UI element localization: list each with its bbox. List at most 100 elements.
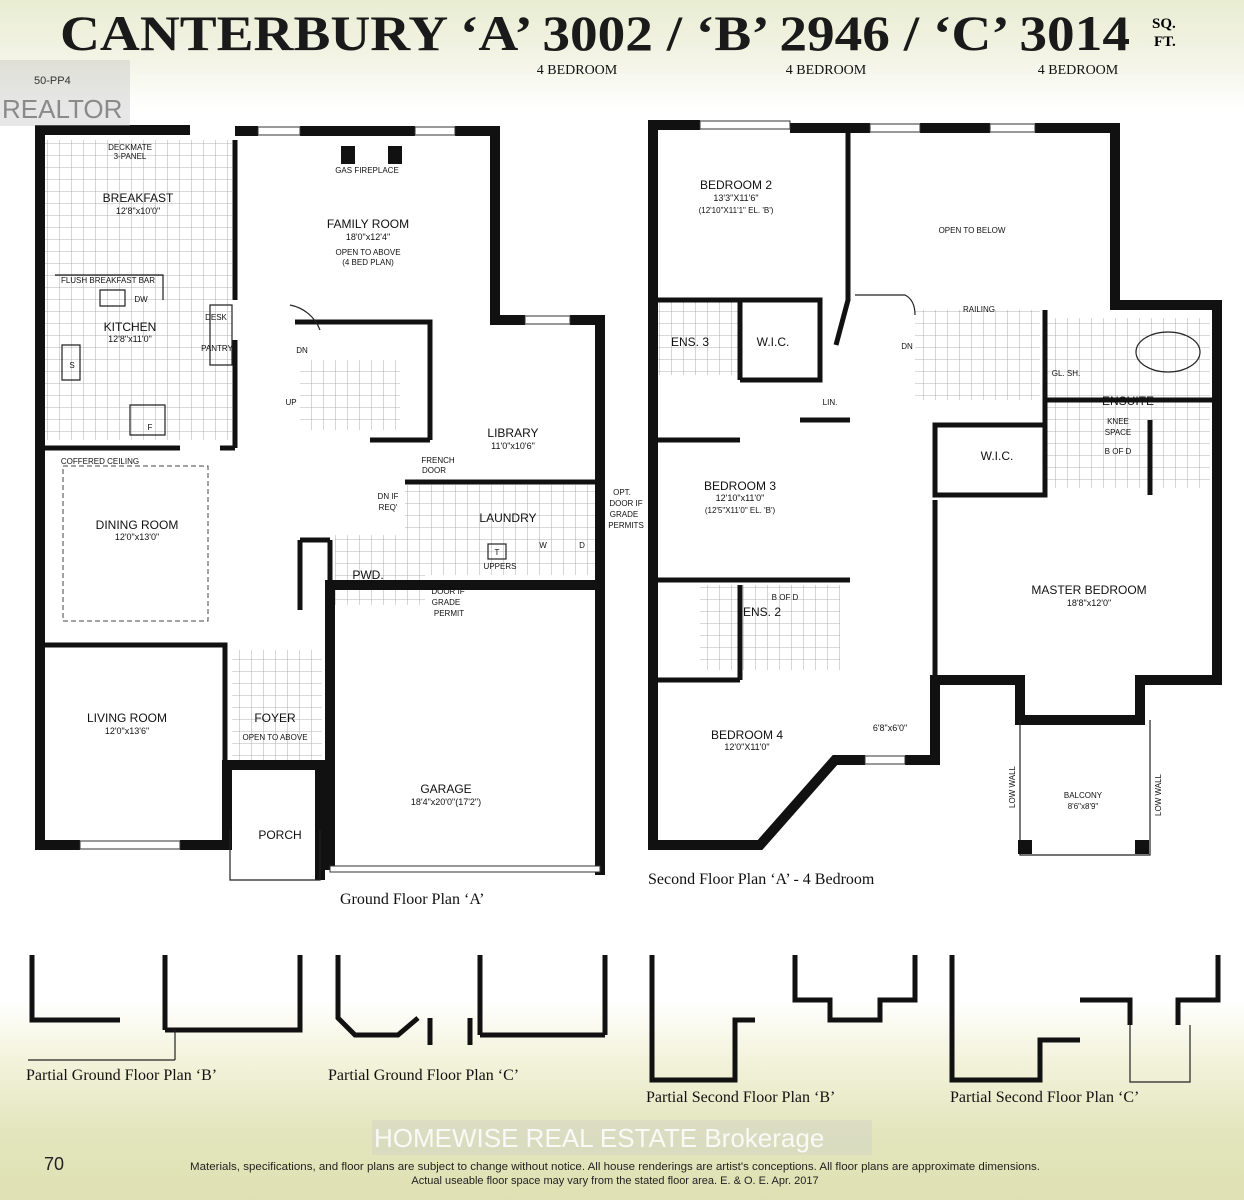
label-coffered-ceiling: COFFERED CEILING [61, 457, 139, 466]
partial-ground-c-drawing [335, 955, 608, 1045]
label-deckmate: DECKMATE [108, 143, 152, 152]
label-low-wall-left: LOW WALL [1008, 765, 1017, 807]
label-uppers: UPPERS [484, 562, 517, 571]
label-knee-space: SPACE [1105, 428, 1132, 437]
room-kitchen: KITCHEN [104, 320, 157, 334]
room-bedroom-4-dim: 12'0"X11'0" [724, 742, 769, 752]
label-open-above: OPEN TO ABOVE [335, 248, 400, 257]
window [79, 840, 181, 850]
bedroom-count-c: 4 BEDROOM [1038, 63, 1119, 78]
label-stair-up: UP [285, 398, 296, 407]
porch-outline [229, 830, 321, 881]
footer: HOMEWISE REAL ESTATE Brokerage 70 Materi… [44, 1120, 1040, 1187]
sqft-unit: SQ. [1152, 16, 1176, 32]
second-floor-caption: Second Floor Plan ‘A’ - 4 Bedroom [648, 871, 875, 888]
label-washer: W [539, 541, 547, 550]
partial-ground-b-porch [28, 1030, 176, 1061]
label-sink: S [69, 361, 74, 370]
partial-ground-b-caption: Partial Ground Floor Plan ‘B’ [26, 1067, 217, 1084]
room-bedroom-3-alt: (12'5"X11'0" EL. 'B') [705, 506, 776, 515]
header: CANTERBURY ‘A’ 3002 / ‘B’ 2946 / ‘C’ 301… [0, 5, 1176, 126]
room-library: LIBRARY [487, 426, 538, 440]
room-powder: PWD. [352, 568, 383, 582]
room-bedroom-2-dim: 13'3"X11'6" [713, 193, 758, 203]
bedroom-count-b: 4 BEDROOM [786, 63, 867, 78]
room-garage-dim: 18'4"x20'0"(17'2") [411, 797, 481, 807]
label-gas-fireplace: GAS FIREPLACE [335, 166, 399, 175]
room-laundry: LAUNDRY [479, 511, 536, 525]
label-french: FRENCH [421, 456, 455, 465]
label-french-door: DOOR [422, 466, 446, 475]
label-low-wall-right: LOW WALL [1154, 773, 1163, 815]
label-linen: LIN. [823, 398, 838, 407]
disclaimer-line-1: Materials, specifications, and floor pla… [190, 1161, 1040, 1173]
label-deckmate-panel: 3-PANEL [114, 152, 147, 161]
railing-line [855, 294, 916, 316]
second-floor-plan: BEDROOM 2 13'3"X11'6" (12'10"X11'1" EL. … [648, 120, 1222, 888]
second-outer-walls [648, 120, 1222, 850]
room-breakfast-dim: 12'8"x10'0" [116, 206, 160, 216]
coffered-ceiling-outline [62, 465, 209, 622]
label-dryer: D [579, 541, 585, 550]
room-bedroom-3: BEDROOM 3 [704, 479, 776, 493]
plan-code: 50-PP4 [34, 75, 71, 87]
partial-ground-c-caption: Partial Ground Floor Plan ‘C’ [328, 1067, 519, 1084]
window [524, 315, 571, 325]
label-opt: OPT. [613, 488, 631, 497]
garage-door [329, 865, 601, 873]
balcony-post [1135, 840, 1149, 854]
room-balcony-dim: 8'6"x8'9" [1068, 802, 1099, 811]
sqft-unit-2: FT. [1154, 34, 1176, 50]
bedroom-count-a: 4 BEDROOM [537, 63, 618, 78]
balcony-outline [1019, 720, 1151, 856]
ensuite-3-tile [658, 300, 738, 375]
window [414, 126, 456, 136]
room-master-bedroom: MASTER BEDROOM [1031, 583, 1146, 597]
window [257, 126, 301, 136]
partial-second-c-balcony [1129, 1025, 1191, 1083]
realtor-logo-icon [0, 60, 130, 126]
brokerage-watermark-bg [372, 1120, 872, 1155]
fireplace-icon [341, 146, 355, 164]
window [699, 120, 791, 130]
powder-room-tile [335, 535, 425, 605]
fireplace-icon [388, 146, 402, 164]
page-number: 70 [44, 1154, 64, 1174]
door-swing [289, 304, 321, 331]
label-bed-plan: (4 BED PLAN) [342, 258, 394, 267]
room-garage: GARAGE [420, 782, 471, 796]
disclaimer-line-2: Actual useable floor space may vary from… [411, 1175, 818, 1187]
stairs [300, 360, 400, 430]
label-flush-breakfast-bar: FLUSH BREAKFAST BAR [61, 276, 155, 285]
room-family-room-dim: 18'0"x12'4" [346, 232, 390, 242]
room-balcony: BALCONY [1064, 791, 1103, 800]
label-railing: RAILING [963, 305, 995, 314]
label-grade-2: GRADE [432, 598, 460, 607]
label-dn-if: DN IF [378, 492, 399, 501]
label-permit: PERMIT [434, 609, 464, 618]
balcony-post [1018, 840, 1032, 854]
label-glass-shower: GL. SH. [1052, 369, 1080, 378]
room-family-room: FAMILY ROOM [327, 217, 409, 231]
ground-floor-caption: Ground Floor Plan ‘A’ [340, 891, 484, 908]
ensuite-2-tile [700, 585, 840, 670]
page-title: CANTERBURY ‘A’ 3002 / ‘B’ 2946 / ‘C’ 301… [60, 5, 1130, 61]
partial-ground-b-drawing [29, 955, 303, 1033]
room-ensuite-2: ENS. 2 [743, 605, 781, 619]
laundry-tub-icon [487, 543, 507, 560]
ground-floor-plan: DECKMATE 3-PANEL BREAKFAST 12'8"x10'0" G… [35, 125, 644, 908]
partial-second-b-caption: Partial Second Floor Plan ‘B’ [646, 1089, 835, 1106]
label-b-of-d-2: B OF D [772, 593, 799, 602]
ground-outer-wall-north [235, 126, 605, 585]
label-stair-down-upper: DN [901, 342, 913, 351]
realtor-watermark: REALTOR [2, 94, 122, 124]
brokerage-watermark: HOMEWISE REAL ESTATE Brokerage [374, 1123, 824, 1153]
room-dining: DINING ROOM [96, 518, 179, 532]
window [869, 123, 921, 133]
room-library-dim: 11'0"x10'6" [491, 441, 535, 451]
ensuite-tile [1045, 318, 1210, 488]
foyer-tile [232, 650, 322, 760]
room-foyer: FOYER [254, 711, 296, 725]
label-b-of-d: B OF D [1105, 447, 1132, 456]
